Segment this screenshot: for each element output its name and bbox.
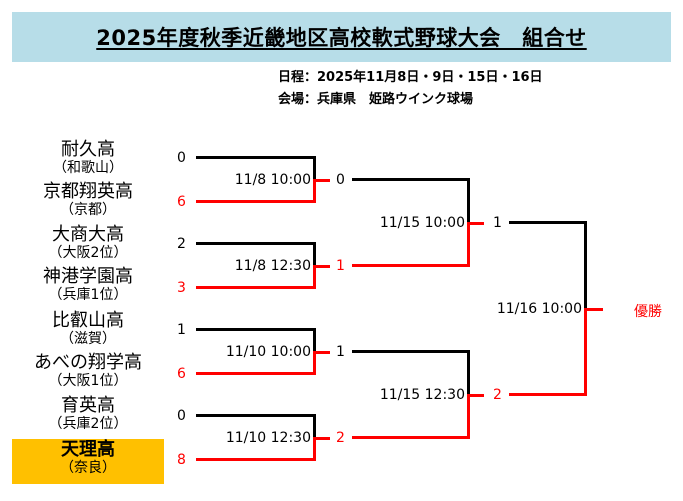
score: 2 [493, 387, 502, 403]
team-name: 育英高 [61, 395, 115, 416]
bracket-line-winner [509, 393, 587, 396]
bracket-line [467, 178, 470, 223]
team-name: 比叡山高 [52, 310, 124, 331]
team-name: 神港学園高 [43, 266, 133, 287]
bracket-line-winner [584, 308, 603, 311]
bracket-line-winner [313, 179, 316, 203]
bracket-line [509, 221, 587, 224]
bracket-line [196, 242, 316, 245]
score: 0 [177, 408, 186, 424]
bracket-line-winner [196, 458, 316, 461]
bracket-line-winner [313, 265, 330, 268]
score: 2 [177, 236, 186, 252]
score: 3 [177, 280, 186, 296]
team-entry: あべの翔学高（大阪1位） [12, 352, 164, 389]
bracket-line-winner [467, 394, 484, 397]
team-name: 耐久高 [61, 139, 115, 160]
score: 1 [177, 322, 186, 338]
bracket-line-winner [467, 394, 470, 439]
bracket-line [352, 178, 470, 181]
score: 1 [336, 258, 345, 274]
bracket-line [196, 156, 316, 159]
schedule-text: 日程：2025年11月8日・9日・15日・16日 [278, 70, 543, 85]
bracket-line-winner [313, 437, 330, 440]
bracket-line-winner [196, 372, 316, 375]
team-prefecture: （奈良） [60, 460, 116, 476]
bracket-line-winner [196, 286, 316, 289]
team-name: 大商大高 [52, 224, 124, 245]
bracket-line-winner [196, 200, 316, 203]
match-time: 11/15 12:30 [379, 387, 465, 403]
score: 6 [177, 194, 186, 210]
bracket-line-winner [313, 437, 316, 461]
team-prefecture: （大阪1位） [48, 373, 128, 389]
bracket-line-winner [467, 222, 470, 267]
team-name: あべの翔学高 [34, 352, 142, 373]
page-title: 2025年度秋季近畿地区高校軟式野球大会 組合せ [96, 26, 587, 50]
team-prefecture: （和歌山） [53, 160, 123, 176]
team-entry: 比叡山高（滋賀） [12, 310, 164, 347]
team-prefecture: （滋賀） [60, 331, 116, 347]
bracket-line-winner [584, 308, 587, 396]
score: 0 [177, 150, 186, 166]
bracket-line-winner [313, 351, 330, 354]
bracket-line-winner [313, 179, 330, 182]
score: 6 [177, 366, 186, 382]
team-name: 京都翔英高 [43, 181, 133, 202]
match-time: 11/10 10:00 [225, 344, 311, 360]
match-time: 11/15 10:00 [379, 215, 465, 231]
match-time: 11/8 12:30 [234, 258, 311, 274]
bracket-line [313, 328, 316, 352]
score: 1 [336, 344, 345, 360]
bracket-line [313, 156, 316, 180]
title-band: 2025年度秋季近畿地区高校軟式野球大会 組合せ [12, 12, 671, 62]
bracket-line [467, 350, 470, 395]
team-name: 天理高 [61, 439, 115, 460]
score: 8 [177, 452, 186, 468]
score: 0 [336, 172, 345, 188]
team-prefecture: （兵庫1位） [48, 287, 128, 303]
bracket-line-winner [313, 265, 316, 289]
team-prefecture: （大阪2位） [48, 245, 128, 261]
team-entry: 神港学園高（兵庫1位） [12, 266, 164, 303]
bracket-line [313, 242, 316, 266]
team-entry: 大商大高（大阪2位） [12, 224, 164, 261]
champion-label: 優勝 [634, 304, 662, 320]
bracket-line-winner [352, 264, 470, 267]
team-entry: 耐久高（和歌山） [12, 139, 164, 176]
team-prefecture: （京都） [60, 202, 116, 218]
bracket-line [313, 414, 316, 438]
team-entry-champion: 天理高（奈良） [12, 439, 164, 484]
bracket-line [196, 328, 316, 331]
bracket-line-winner [467, 222, 484, 225]
bracket-line [196, 414, 316, 417]
bracket-line [352, 350, 470, 353]
match-time: 11/16 10:00 [496, 301, 582, 317]
team-entry: 育英高（兵庫2位） [12, 395, 164, 432]
team-entry: 京都翔英高（京都） [12, 181, 164, 218]
score: 2 [336, 430, 345, 446]
bracket-line-winner [313, 351, 316, 375]
bracket-line [584, 221, 587, 309]
match-time: 11/8 10:00 [234, 172, 311, 188]
bracket-line-winner [352, 436, 470, 439]
team-prefecture: （兵庫2位） [48, 416, 128, 432]
venue-text: 会場：兵庫県 姫路ウインク球場 [278, 92, 474, 107]
match-time: 11/10 12:30 [225, 430, 311, 446]
score: 1 [493, 215, 502, 231]
